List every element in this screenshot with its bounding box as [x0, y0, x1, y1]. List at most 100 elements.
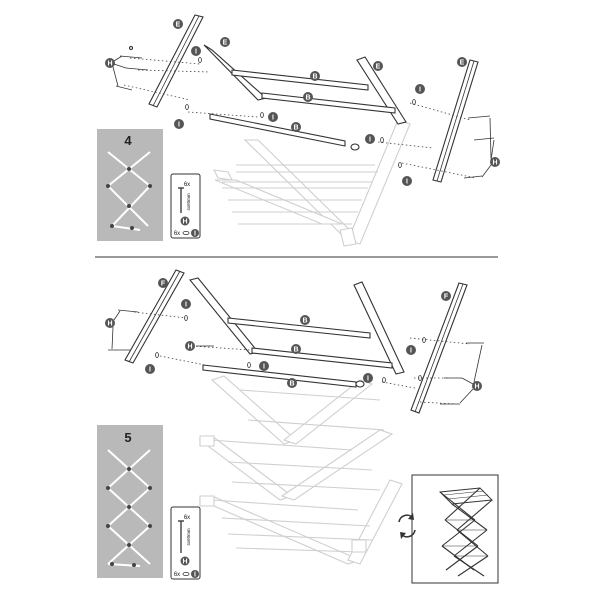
svg-text:E: E — [223, 40, 228, 47]
part-label-H: H — [472, 381, 482, 391]
part-label-I: I — [174, 119, 184, 129]
step-4-faded-rack — [213, 119, 411, 247]
svg-text:4x60mm: 4x60mm — [186, 193, 191, 211]
part-label-E: E — [220, 37, 230, 47]
svg-text:B: B — [305, 95, 310, 102]
step-4-diagram: E E E E B B B I I I I I I H H 4 — [97, 14, 500, 247]
step-5-panel: 5 — [97, 425, 163, 578]
svg-text:E: E — [176, 22, 181, 29]
part-label-I: I — [415, 84, 425, 94]
part-label-F: F — [158, 278, 168, 288]
svg-text:6x: 6x — [184, 515, 190, 521]
part-label-H: H — [105, 58, 115, 68]
svg-text:I: I — [195, 49, 197, 56]
svg-text:B: B — [293, 125, 298, 132]
svg-text:B: B — [312, 74, 317, 81]
step-5-inner-rail-left — [189, 277, 259, 355]
part-label-E: E — [457, 57, 467, 67]
part-label-H: H — [105, 318, 115, 328]
part-label-B: B — [310, 71, 320, 81]
part-label-E: E — [373, 61, 383, 71]
svg-text:F: F — [444, 294, 449, 301]
svg-text:H: H — [107, 61, 112, 68]
part-label-I: I — [363, 373, 373, 383]
step-5-right-rail — [410, 282, 468, 414]
step-4-washers — [185, 57, 416, 168]
svg-text:6x: 6x — [184, 182, 190, 188]
step-4-part-labels: E E E E B B B I I I I I I H H — [105, 19, 500, 186]
step-4-screws-right — [463, 115, 495, 179]
part-label-B: B — [291, 344, 301, 354]
part-label-I: I — [406, 345, 416, 355]
part-label-B: B — [287, 378, 297, 388]
svg-text:B: B — [302, 318, 307, 325]
step-5-washers — [155, 315, 426, 383]
scissor-fold-diagram-5 — [106, 449, 152, 567]
part-label-H: H — [490, 157, 500, 167]
svg-text:H: H — [182, 219, 187, 226]
step-4-panel: 4 — [97, 129, 163, 241]
step-4-alignment-lines — [123, 57, 477, 179]
svg-text:E: E — [460, 60, 465, 67]
step-5-left-rail — [124, 269, 185, 364]
rotate-arrows-icon — [398, 513, 416, 539]
step-4-screws-left — [115, 45, 149, 91]
step-5-screws-left — [108, 309, 214, 351]
part-label-H: H — [185, 341, 195, 351]
svg-text:4x60mm: 4x60mm — [186, 528, 191, 546]
scissor-fold-diagram-4 — [106, 151, 152, 231]
part-label-I: I — [268, 112, 278, 122]
svg-text:I: I — [419, 87, 421, 94]
svg-text:H: H — [474, 384, 479, 391]
part-label-B: B — [303, 92, 313, 102]
svg-text:I: I — [263, 364, 265, 371]
svg-text:H: H — [492, 160, 497, 167]
step-5-inner-rail-right — [353, 281, 405, 375]
step-5-diagram: F F B B B I I I I I H H H 5 — [97, 269, 499, 584]
part-label-I: I — [181, 299, 191, 309]
step-5-part-labels: F F B B B I I I I I H H H — [105, 278, 483, 404]
svg-text:H: H — [182, 559, 187, 566]
svg-text:E: E — [376, 64, 381, 71]
svg-text:6x: 6x — [174, 231, 180, 237]
finished-rack-icon — [439, 487, 493, 577]
svg-text:I: I — [406, 179, 408, 186]
step-4-inner-rail-right — [356, 56, 407, 125]
svg-text:I: I — [369, 137, 371, 144]
svg-text:I: I — [149, 367, 151, 374]
step-4-cross-bars — [209, 69, 396, 151]
svg-text:I: I — [194, 572, 196, 579]
finished-rack-flip-box — [398, 474, 499, 584]
part-label-I: I — [145, 364, 155, 374]
part-label-B: B — [291, 122, 301, 132]
svg-text:B: B — [293, 347, 298, 354]
step-4-right-rail — [432, 59, 479, 183]
part-label-E: E — [173, 19, 183, 29]
svg-text:I: I — [367, 376, 369, 383]
svg-text:I: I — [272, 115, 274, 122]
svg-text:F: F — [161, 281, 166, 288]
svg-text:I: I — [185, 302, 187, 309]
svg-text:6x: 6x — [174, 572, 180, 578]
part-label-F: F — [441, 291, 451, 301]
part-label-I: I — [259, 361, 269, 371]
svg-text:B: B — [289, 381, 294, 388]
step-5-number: 5 — [124, 430, 131, 445]
step-5-screws-right — [440, 342, 484, 405]
part-label-B: B — [300, 315, 310, 325]
step-5-cross-bars — [202, 317, 393, 388]
svg-text:I: I — [410, 348, 412, 355]
part-label-I: I — [365, 134, 375, 144]
part-label-I: I — [191, 46, 201, 56]
step-4-hardware-box: 6x 4x60mm H 6x I — [170, 173, 201, 239]
svg-text:I: I — [178, 122, 180, 129]
svg-text:I: I — [194, 231, 196, 238]
step-5-faded-rack — [198, 375, 403, 565]
part-label-I: I — [402, 176, 412, 186]
step-4-left-rail — [148, 14, 204, 108]
step-5-hardware-box: 6x 4x60mm H 6x I — [170, 506, 201, 580]
svg-text:H: H — [107, 321, 112, 328]
step-4-number: 4 — [124, 133, 132, 148]
svg-text:H: H — [187, 344, 192, 351]
